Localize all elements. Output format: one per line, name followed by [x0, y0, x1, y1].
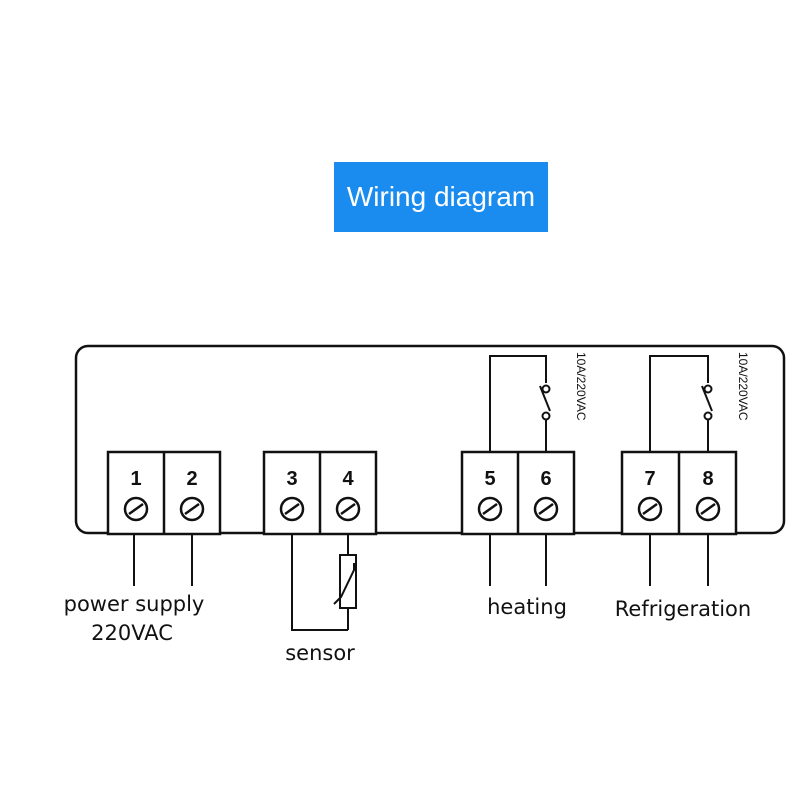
heating-label: heating [487, 595, 567, 619]
screw-5-icon [477, 496, 503, 522]
screw-2-icon [179, 496, 205, 522]
terminal-6-number: 6 [540, 468, 551, 490]
sensor-label: sensor [285, 641, 355, 665]
screw-4-icon [335, 496, 361, 522]
heating-leads [489, 534, 547, 586]
refrigeration-label: Refrigeration [615, 597, 751, 621]
terminal-block-1-2 [106, 450, 222, 536]
diagram-title: Wiring diagram [334, 162, 548, 232]
screw-1-icon [123, 496, 149, 522]
terminal-1-number: 1 [130, 468, 141, 490]
terminal-block-7-8 [620, 450, 738, 536]
terminal-4-number: 4 [342, 468, 354, 490]
power-supply-label: power supply [64, 592, 205, 616]
terminal-5-number: 5 [484, 468, 495, 490]
power-voltage-label: 220VAC [91, 621, 173, 645]
thermistor-icon [333, 554, 357, 609]
heating-relay-rating: 10A/220VAC [574, 352, 588, 421]
screw-7-icon [637, 496, 663, 522]
terminal-block-3-4 [262, 450, 378, 536]
screw-3-icon [279, 496, 305, 522]
refrigeration-relay-rating: 10A/220VAC [736, 352, 750, 421]
terminal-7-number: 7 [644, 468, 655, 490]
refrigeration-leads [649, 534, 709, 586]
heating-relay-switch [489, 355, 551, 452]
screw-6-icon [533, 496, 559, 522]
terminal-8-number: 8 [702, 468, 713, 490]
terminal-3-number: 3 [286, 468, 297, 490]
screw-8-icon [695, 496, 721, 522]
sensor-loop [291, 534, 349, 631]
power-supply-leads [133, 534, 193, 586]
terminal-block-5-6 [460, 450, 576, 536]
controller-housing [74, 344, 786, 535]
terminal-2-number: 2 [186, 468, 197, 490]
refrigeration-relay-switch [649, 355, 713, 452]
